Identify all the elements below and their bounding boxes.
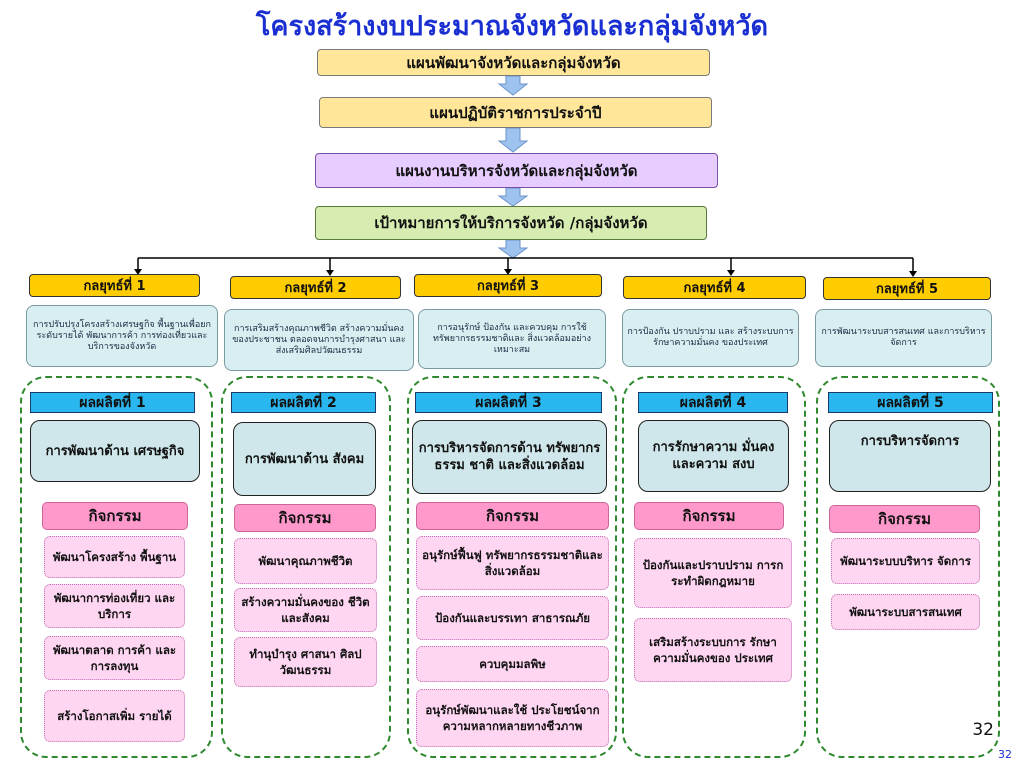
arrow-4: [497, 239, 529, 259]
activity-label-2: กิจกรรม: [234, 504, 376, 532]
page-number-footer: 32: [998, 748, 1012, 761]
product-2-description: การพัฒนาด้าน สังคม: [233, 422, 376, 496]
strategy-3-description: การอนุรักษ์ ป้องกัน และควบคุม การใช้ทรัพ…: [418, 309, 606, 369]
arrow-2: [497, 127, 529, 153]
product-4-description: การรักษาความ มั่นคงและความ สงบ: [638, 420, 789, 492]
strategy-3-label: กลยุทธ์ที่ 3: [414, 274, 602, 297]
product-5-label: ผลผลิตที่ 5: [828, 392, 993, 413]
strategy-2-description: การเสริมสร้างคุณภาพชีวิต สร้างความมั่นคง…: [224, 309, 414, 371]
activity-1-3: พัฒนาตลาด การค้า และการลงทุน: [44, 636, 185, 680]
activity-3-1: อนุรักษ์ฟื้นฟู ทรัพยากรธรรมชาติและ สิ่งแ…: [416, 536, 609, 590]
page-number: 32: [972, 720, 994, 740]
plan-service-target: เป้าหมายการให้บริการจังหวัด /กลุ่มจังหวั…: [315, 206, 707, 240]
activity-5-2: พัฒนาระบบสารสนเทศ: [831, 594, 980, 630]
strategy-5-description: การพัฒนาระบบสารสนเทศ และการบริหารจัดการ: [815, 309, 992, 367]
arrow-1: [497, 75, 529, 96]
strategy-4-description: การป้องกัน ปราบปราม และ สร้างระบบการรักษ…: [622, 309, 799, 367]
activity-3-4: อนุรักษ์พัฒนาและใช้ ประโยชน์จาก ความหลาก…: [416, 689, 609, 747]
activity-label-1: กิจกรรม: [42, 502, 188, 530]
plan-management-program: แผนงานบริหารจังหวัดและกลุ่มจังหวัด: [315, 153, 718, 188]
strategy-5-label: กลยุทธ์ที่ 5: [823, 277, 991, 300]
strategy-2-label: กลยุทธ์ที่ 2: [230, 276, 401, 299]
activity-4-2: เสริมสร้างระบบการ รักษาความมั่นคงของ ประ…: [634, 618, 792, 682]
plan-provincial-development: แผนพัฒนาจังหวัดและกลุ่มจังหวัด: [317, 49, 710, 76]
activity-5-1: พัฒนาระบบบริหาร จัดการ: [831, 538, 980, 584]
activity-4-1: ป้องกันและปราบปราม การกระทำผิดกฎหมาย: [634, 538, 792, 608]
product-3-label: ผลผลิตที่ 3: [415, 392, 602, 413]
product-2-label: ผลผลิตที่ 2: [231, 392, 376, 413]
activity-3-2: ป้องกันและบรรเทา สาธารณภัย: [416, 596, 609, 640]
arrow-3: [497, 187, 529, 207]
product-group-3: [407, 376, 617, 758]
activity-1-4: สร้างโอกาสเพิ่ม รายได้: [44, 690, 185, 742]
product-1-description: การพัฒนาด้าน เศรษฐกิจ: [30, 420, 200, 482]
product-4-label: ผลผลิตที่ 4: [638, 392, 788, 413]
activity-1-2: พัฒนาการท่องเที่ยว และบริการ: [44, 584, 185, 628]
activity-2-1: พัฒนาคุณภาพชีวิต: [234, 538, 377, 584]
activity-label-3: กิจกรรม: [416, 502, 609, 530]
activity-2-3: ทำนุบำรุง ศาสนา ศิลปวัฒนธรรม: [234, 637, 377, 687]
product-group-2: [221, 376, 391, 758]
activity-3-3: ควบคุมมลพิษ: [416, 646, 609, 682]
product-3-description: การบริหารจัดการด้าน ทรัพยากรธรรม ชาติ แล…: [412, 420, 607, 494]
strategy-1-label: กลยุทธ์ที่ 1: [29, 274, 200, 297]
product-group-4: [622, 376, 806, 758]
activity-label-4: กิจกรรม: [634, 502, 784, 530]
plan-annual-action: แผนปฏิบัติราชการประจำปี: [319, 97, 712, 128]
activity-2-2: สร้างความมั่นคงของ ชีวิตและสังคม: [234, 588, 377, 632]
page-title: โครงสร้างงบประมาณจังหวัดและกลุ่มจังหวัด: [255, 11, 769, 42]
product-group-5: [816, 376, 1000, 758]
product-group-1: [20, 376, 213, 758]
activity-label-5: กิจกรรม: [829, 505, 980, 533]
activity-1-1: พัฒนาโครงสร้าง พื้นฐาน: [44, 536, 185, 578]
strategy-4-label: กลยุทธ์ที่ 4: [623, 276, 806, 299]
strategy-1-description: การปรับปรุงโครงสร้างเศรษฐกิจ พื้นฐานเพื่…: [26, 305, 218, 367]
product-1-label: ผลผลิตที่ 1: [30, 392, 195, 413]
product-5-description: การบริหารจัดการ: [829, 420, 991, 492]
